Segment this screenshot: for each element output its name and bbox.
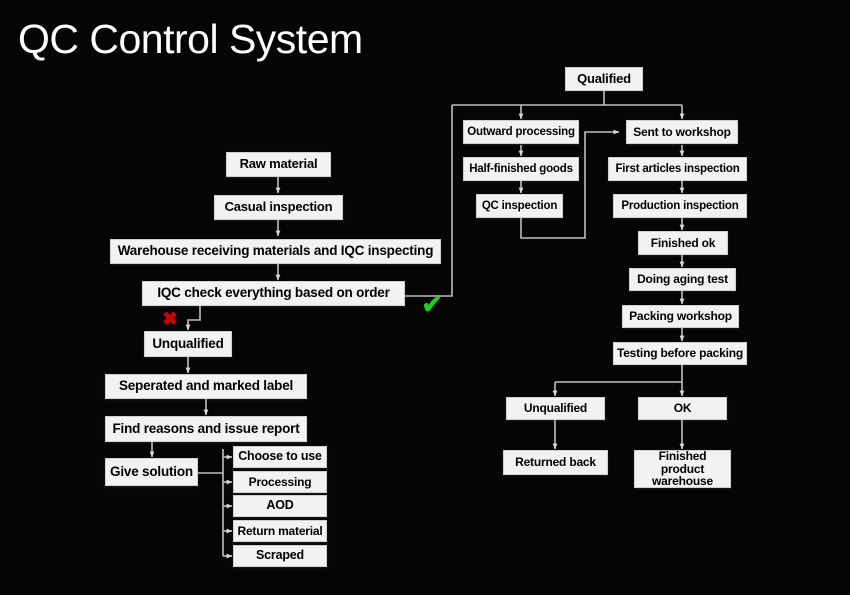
node-aod[interactable]: AOD <box>233 495 327 517</box>
node-finished-ok[interactable]: Finished ok <box>638 231 728 255</box>
node-testing-before-packing[interactable]: Testing before packing <box>613 342 747 365</box>
node-doing-aging-test[interactable]: Doing aging test <box>629 268 736 291</box>
node-choose-to-use[interactable]: Choose to use <box>233 446 327 468</box>
node-returned-back[interactable]: Returned back <box>503 450 608 475</box>
node-ok[interactable]: OK <box>638 397 727 420</box>
node-half-finished-goods[interactable]: Half-finished goods <box>463 157 579 181</box>
green-check-mark: ✔ <box>421 290 443 319</box>
node-finished-product-warehouse[interactable]: Finished product warehouse <box>634 449 731 488</box>
node-production-inspection[interactable]: Production inspection <box>613 194 747 218</box>
node-return-material[interactable]: Return material <box>233 520 327 542</box>
node-first-articles-inspection[interactable]: First articles inspection <box>608 157 747 181</box>
node-casual-inspection[interactable]: Casual inspection <box>214 195 343 220</box>
node-unqualified-right[interactable]: Unqualified <box>506 397 605 420</box>
node-qualified[interactable]: Qualified <box>565 67 643 91</box>
node-seperated-marked-label[interactable]: Seperated and marked label <box>105 374 307 399</box>
node-sent-to-workshop[interactable]: Sent to workshop <box>626 120 738 144</box>
node-processing[interactable]: Processing <box>233 471 327 493</box>
node-warehouse-receiving[interactable]: Warehouse receiving materials and IQC in… <box>110 239 441 264</box>
node-give-solution[interactable]: Give solution <box>105 458 198 486</box>
node-packing-workshop[interactable]: Packing workshop <box>622 305 739 328</box>
page-title: QC Control System <box>18 16 363 62</box>
node-find-reasons[interactable]: Find reasons and issue report <box>105 416 307 442</box>
node-outward-processing[interactable]: Outward processing <box>463 120 579 144</box>
node-raw-material[interactable]: Raw material <box>226 152 331 177</box>
red-x-mark: ✖ <box>162 308 178 330</box>
node-scraped[interactable]: Scraped <box>233 545 327 567</box>
node-qc-inspection[interactable]: QC inspection <box>476 194 563 218</box>
node-unqualified-left[interactable]: Unqualified <box>144 331 232 357</box>
node-iqc-check[interactable]: IQC check everything based on order <box>142 281 405 306</box>
